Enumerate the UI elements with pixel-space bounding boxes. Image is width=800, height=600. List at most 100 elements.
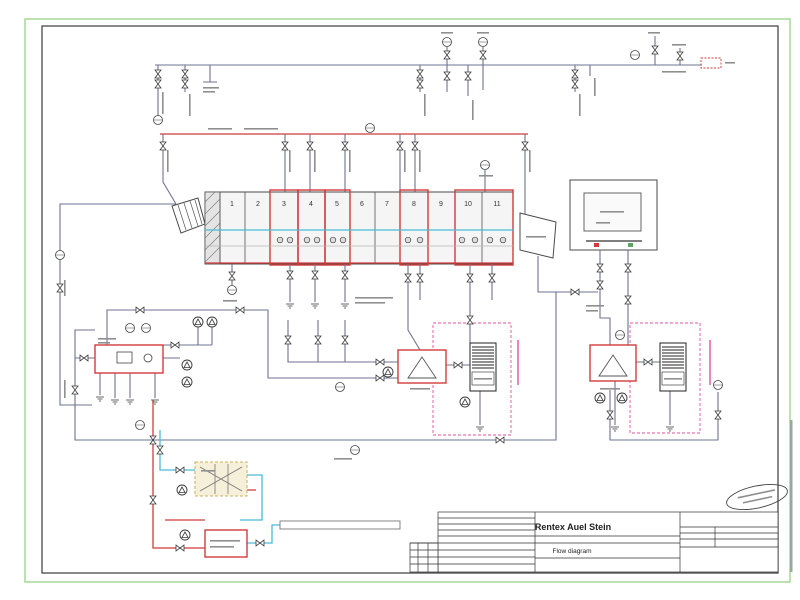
valve-icon	[281, 141, 289, 151]
dryer-heater-marker	[594, 243, 599, 247]
drain-icon	[611, 426, 619, 432]
heat-exchanger-plates	[199, 464, 243, 494]
annotation-mark	[355, 302, 385, 304]
valve-icon	[495, 436, 505, 444]
annotation-mark	[349, 150, 351, 172]
pump-icon	[179, 529, 191, 541]
annotation-mark	[210, 540, 240, 542]
right-separator-cone	[598, 354, 628, 377]
valve-icon	[466, 273, 474, 283]
pump-icon	[181, 376, 193, 388]
valve-icon	[570, 288, 580, 296]
tank-sensor-icon	[486, 236, 494, 244]
tank-number: 4	[309, 201, 313, 208]
stamp-text-mark	[737, 489, 776, 499]
tank-sensor-icon	[276, 236, 284, 244]
annotation-mark	[586, 305, 604, 307]
valve-icon	[156, 445, 164, 455]
annotation-mark	[664, 378, 682, 380]
annotation-mark	[474, 378, 492, 380]
valve-icon	[396, 141, 404, 151]
middle-separator-tank	[397, 349, 447, 384]
pump-feed-line	[75, 327, 213, 359]
tank-feed-drops	[162, 134, 526, 216]
valve-icon	[571, 79, 579, 89]
tank-sensor-icon	[329, 236, 337, 244]
right-filter-media	[662, 346, 684, 369]
annotation-mark	[355, 297, 393, 299]
valve-icon	[159, 141, 167, 151]
stamp-outline	[726, 484, 788, 510]
valve-icon	[466, 315, 474, 325]
dryer-connections	[537, 250, 629, 345]
valve-icon	[341, 141, 349, 151]
symbol-layer	[55, 32, 770, 570]
tank-line: 1 2 3 4 5 6 7 8 9 10 11	[204, 189, 514, 266]
valve-icon	[286, 270, 294, 280]
valve-icon	[175, 466, 185, 474]
inlet-conveyor	[171, 197, 206, 234]
pump-icon	[616, 392, 628, 404]
tank-5-outline	[324, 189, 351, 266]
valve-icon	[624, 295, 632, 305]
valve-icon	[170, 341, 180, 349]
valve-icon	[416, 69, 424, 79]
valve-icon	[79, 354, 89, 362]
outlet-chute	[519, 212, 557, 259]
tank-10-11-outline	[454, 189, 514, 266]
drain-icon	[111, 399, 119, 405]
annotation-mark	[203, 91, 215, 93]
valve-icon	[255, 539, 265, 547]
valve-icon	[479, 50, 487, 60]
valve-icon	[624, 263, 632, 273]
title-block-grid	[410, 512, 778, 572]
annotation-mark	[223, 300, 237, 302]
drain-icon	[126, 399, 134, 405]
annotation-mark	[526, 236, 546, 238]
valve-icon	[643, 358, 653, 366]
drawing-frame	[41, 25, 779, 574]
title-block: Rentex Auel Stein Flow diagram	[409, 511, 779, 573]
tank-number: 9	[439, 201, 443, 208]
tank-number: 10	[464, 201, 472, 208]
annotation-mark	[424, 94, 426, 116]
valve-icon	[453, 361, 463, 369]
dryer-fan-marker	[628, 243, 633, 247]
pump-icon	[594, 392, 606, 404]
tank-drain-lines	[231, 264, 493, 351]
tank-number: 1	[230, 201, 234, 208]
drain-icon	[286, 303, 294, 309]
annotation-mark	[419, 150, 421, 172]
valve-icon	[135, 306, 145, 314]
connection-bar	[279, 520, 401, 530]
annotation-mark	[189, 94, 191, 116]
title-block-index-cell	[409, 542, 439, 573]
tank-number: 11	[493, 201, 500, 208]
annotation-mark	[208, 128, 232, 130]
valve-icon	[596, 263, 604, 273]
inlet-conveyor-body	[171, 197, 206, 234]
valve-icon	[175, 544, 185, 552]
valve-icon	[341, 335, 349, 345]
annotation-mark	[441, 32, 453, 34]
tank-number: 6	[360, 201, 364, 208]
annotation-mark	[201, 470, 215, 472]
valve-icon	[443, 50, 451, 60]
annotation-mark	[600, 388, 620, 390]
valve-icon	[596, 280, 604, 290]
pump-icon	[382, 366, 394, 378]
drain-icon	[341, 303, 349, 309]
annotation-mark	[404, 150, 406, 172]
annotation-mark	[672, 44, 686, 46]
tank-line-body	[204, 191, 514, 265]
annotation-mark	[472, 100, 474, 120]
annotation-mark	[289, 150, 291, 172]
annotation-mark	[579, 94, 581, 116]
valve-icon	[235, 306, 245, 314]
tank-sensor-icon	[404, 236, 412, 244]
recirculation-lines	[59, 203, 719, 441]
heating-flow-line	[152, 400, 256, 549]
valve-icon	[181, 79, 189, 89]
annotation-mark	[98, 342, 110, 344]
